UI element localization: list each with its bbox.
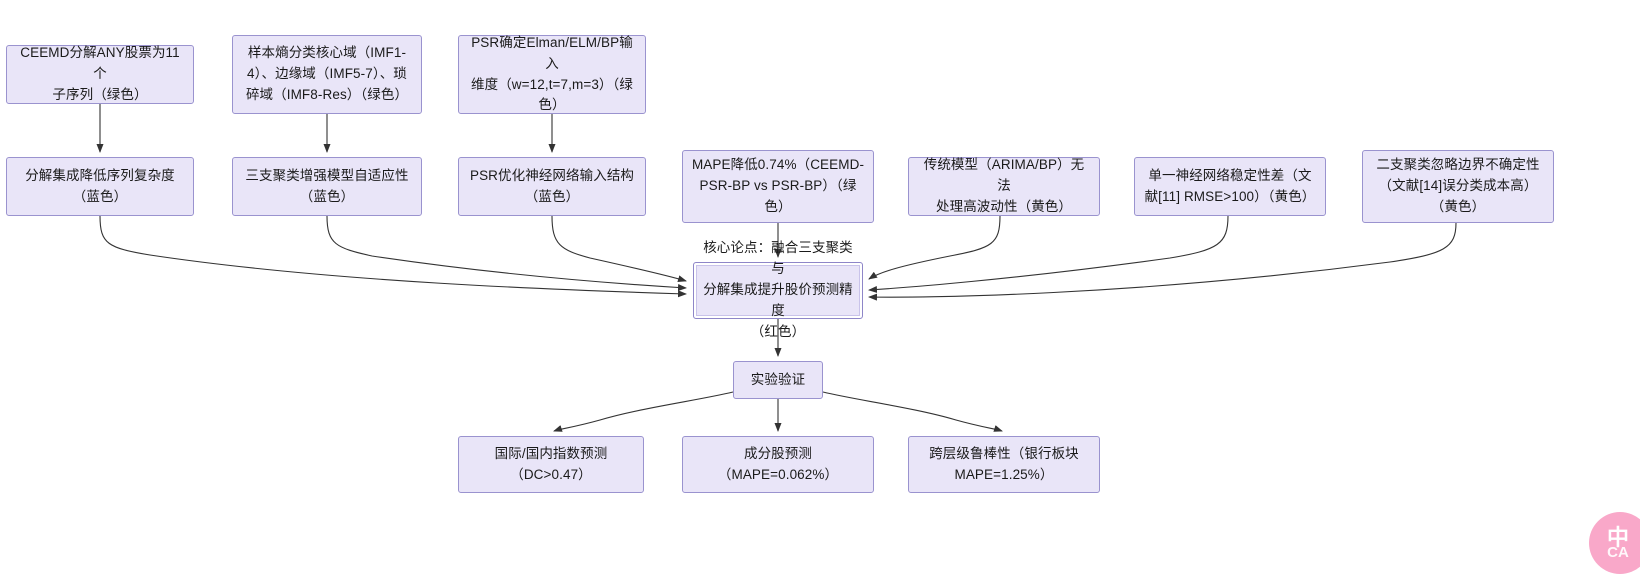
watermark-text: 中 CA [1606,524,1629,561]
edge-c2-to-core [868,215,1229,293]
node-m3[interactable]: PSR确定Elman/ELM/BP输入 维度（w=12,t=7,m=3）（绿 色… [458,35,646,114]
edge-c3-to-core [868,222,1457,301]
edge-exp-to-r3 [822,391,1003,432]
node-label: 分解集成降低序列复杂度 （蓝色） [25,167,175,204]
node-label: PSR优化神经网络输入结构 （蓝色） [469,167,635,204]
node-label: PSR确定Elman/ELM/BP输入 维度（w=12,t=7,m=3）（绿 色… [471,34,633,113]
node-label: MAPE降低0.74%（CEEMD- PSR-BP vs PSR-BP）（绿 色… [691,157,865,214]
node-r2[interactable]: 成分股预测 （MAPE=0.062%） [682,436,874,493]
watermark-badge: 中 CA [1589,512,1640,574]
node-label: 实验验证 [750,371,806,387]
node-r3[interactable]: 跨层级鲁棒性（银行板块 MAPE=1.25%） [908,436,1100,493]
node-s2[interactable]: 三支聚类增强模型自适应性 （蓝色） [232,157,422,216]
node-c3[interactable]: 二支聚类忽略边界不确定性 （文献[14]误分类成本高） （黄色） [1362,150,1554,223]
node-core[interactable]: 核心论点：融合三支聚类与 分解集成提升股价预测精度 （红色） [693,240,863,339]
node-label: 传统模型（ARIMA/BP）无法 处理高波动性（黄色） [923,157,1085,214]
node-c2[interactable]: 单一神经网络稳定性差（文 献[11] RMSE>100）（黄色） [1134,157,1326,216]
node-label: 三支聚类增强模型自适应性 （蓝色） [245,167,409,204]
node-s3[interactable]: PSR优化神经网络输入结构 （蓝色） [458,157,646,216]
edge-c1-to-core [868,215,1001,280]
node-r1[interactable]: 国际/国内指数预测 （DC>0.47） [458,436,644,493]
node-m1[interactable]: CEEMD分解ANY股票为11个 子序列（绿色） [6,45,194,104]
node-label: 跨层级鲁棒性（银行板块 MAPE=1.25%） [929,445,1079,482]
node-label: 单一神经网络稳定性差（文 献[11] RMSE>100）（黄色） [1144,167,1316,204]
edge-s1-to-core [99,215,687,298]
node-label: 国际/国内指数预测 （DC>0.47） [494,445,608,482]
node-c1[interactable]: 传统模型（ARIMA/BP）无法 处理高波动性（黄色） [908,157,1100,216]
node-label: CEEMD分解ANY股票为11个 子序列（绿色） [20,45,180,102]
node-s4[interactable]: MAPE降低0.74%（CEEMD- PSR-BP vs PSR-BP）（绿 色… [682,150,874,223]
edge-s2-to-core [326,215,687,292]
node-m2[interactable]: 样本熵分类核心域（IMF1- 4）、边缘域（IMF5-7）、琐 碎域（IMF8-… [232,35,422,114]
node-label: 核心论点：融合三支聚类与 分解集成提升股价预测精度 （红色） [703,240,853,339]
node-exp[interactable]: 实验验证 [733,361,823,399]
edge-exp-to-r1 [553,391,734,432]
node-label: 成分股预测 （MAPE=0.062%） [717,445,839,482]
watermark-secondary: CA [1607,543,1629,561]
node-s1[interactable]: 分解集成降低序列复杂度 （蓝色） [6,157,194,216]
node-label: 样本熵分类核心域（IMF1- 4）、边缘域（IMF5-7）、琐 碎域（IMF8-… [245,45,409,102]
watermark-primary: 中 [1606,524,1629,550]
node-label: 二支聚类忽略边界不确定性 （文献[14]误分类成本高） （黄色） [1376,157,1540,214]
edge-s3-to-core [551,215,687,283]
